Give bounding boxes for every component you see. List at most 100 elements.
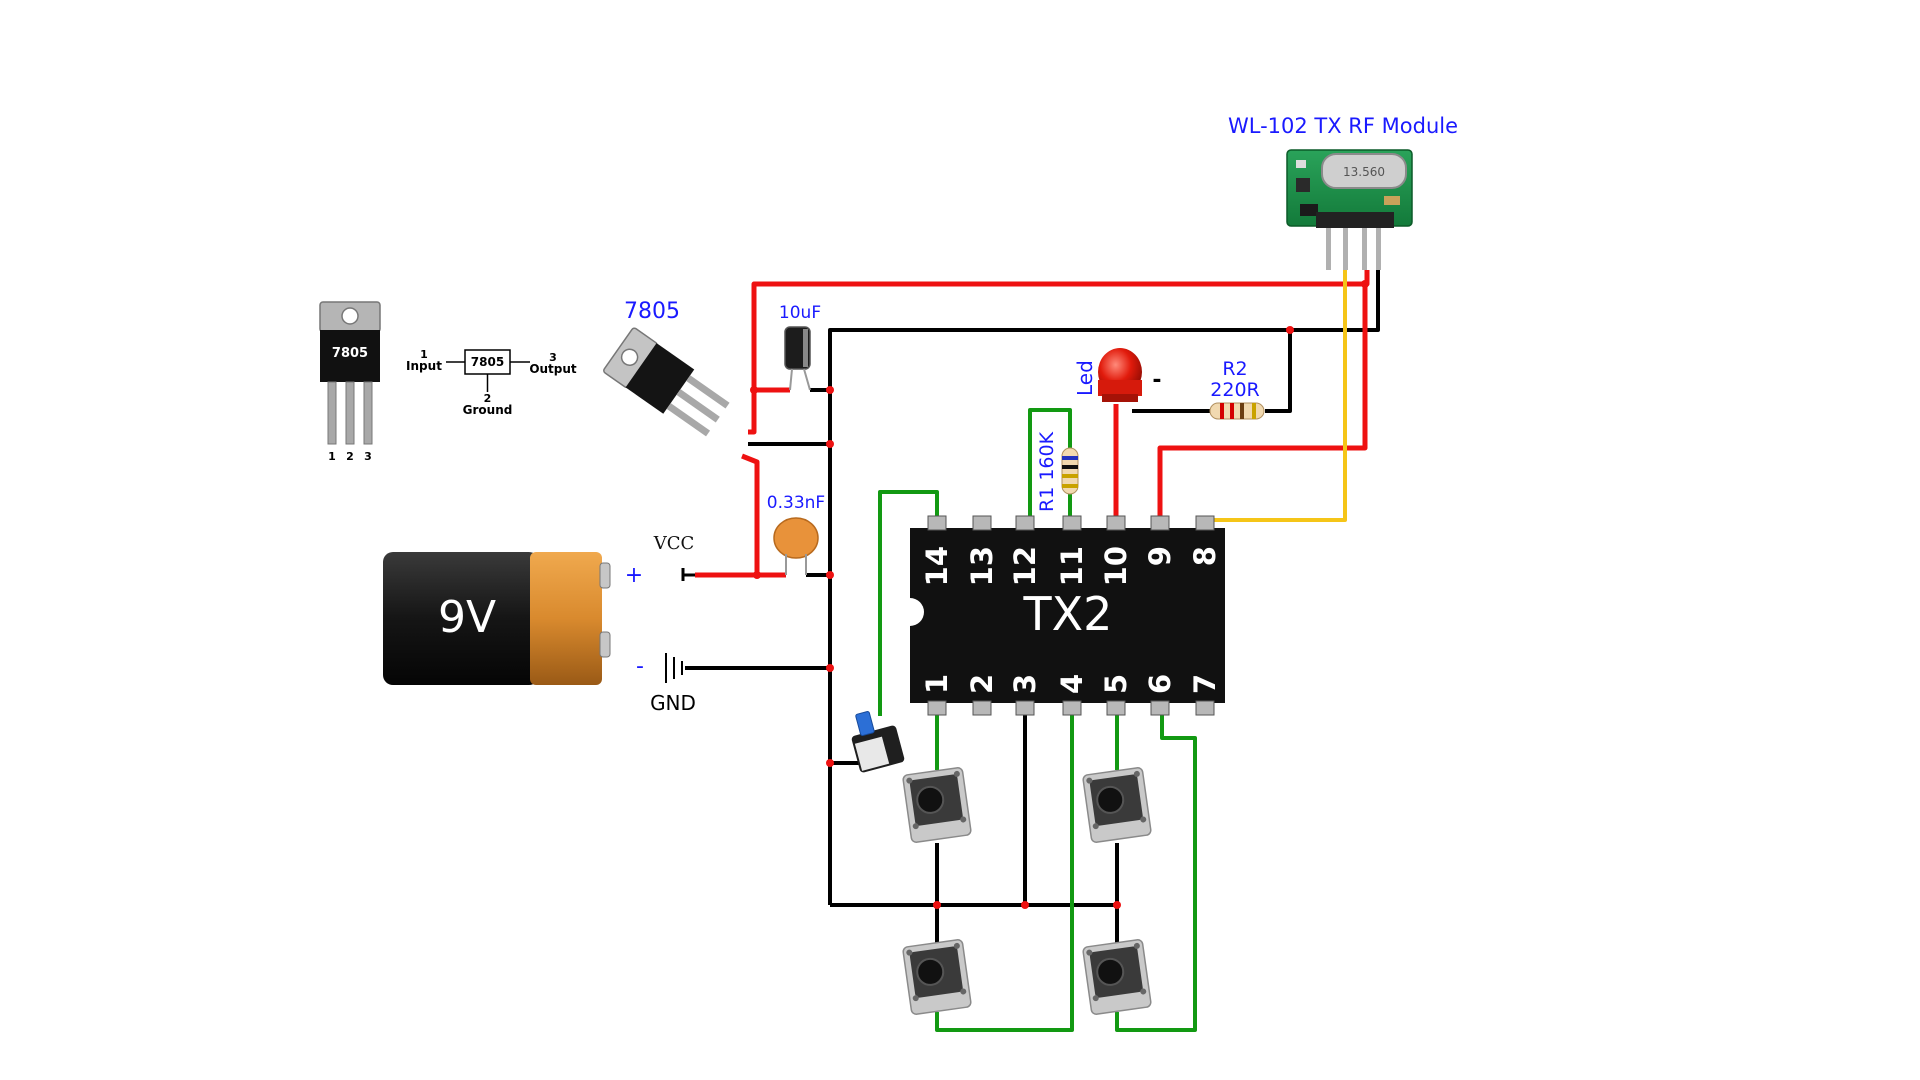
ref-output-label: Output (529, 362, 577, 376)
cap-10uf-lead (803, 368, 811, 391)
regulator-leg (676, 389, 720, 423)
junction-dot (826, 440, 834, 448)
switch-face (854, 736, 890, 771)
ref-leg-1 (327, 381, 337, 445)
junction-dot (753, 571, 761, 579)
junction-dot (826, 759, 834, 767)
junction-dot (826, 386, 834, 394)
chip-pin (1015, 700, 1035, 716)
chip-pin (927, 700, 947, 716)
chip-pin (1195, 515, 1215, 531)
cap-10uf-stripe (803, 329, 808, 367)
regulator-body (625, 343, 695, 414)
ref-pin2-num: 2 (484, 392, 492, 405)
chip-pin-number: 10 (1099, 546, 1133, 586)
chip-pin-number: 11 (1055, 546, 1089, 586)
rf-component (1384, 196, 1400, 205)
push-button (1082, 767, 1152, 843)
chip-body (910, 528, 1225, 703)
rf-module-label: WL-102 TX RF Module (1228, 114, 1458, 138)
capacitor-033nf: 0.33nF (767, 493, 825, 575)
chip-pin-number: 5 (1099, 674, 1133, 694)
chip-pin-number: 6 (1143, 674, 1177, 694)
battery-terminal-minus (599, 631, 611, 658)
chip-pin (927, 515, 947, 531)
led: Led - (1073, 348, 1162, 402)
junction-dot (826, 571, 834, 579)
push-button (902, 767, 972, 843)
ref-body (320, 330, 380, 382)
battery-9v: 9V (383, 552, 611, 685)
plus-sign: + (625, 563, 643, 588)
chip-pin (1015, 515, 1035, 531)
wire-r1-pin12 (1028, 408, 1072, 520)
r2-band (1230, 403, 1234, 419)
led-base (1102, 394, 1138, 402)
r2-band (1220, 403, 1224, 419)
battery-label: 9V (438, 592, 496, 643)
capacitor-10uf: 10uF (779, 303, 821, 391)
r2-band (1252, 403, 1256, 419)
wire-vcc-top (751, 270, 1370, 390)
minus-sign: - (636, 654, 644, 679)
wire-pin4-btn3 (935, 715, 1074, 1032)
ref-tab-hole (341, 307, 359, 325)
chip-pin-number: 12 (1008, 546, 1042, 586)
regulator-label: 7805 (624, 299, 680, 324)
r1-band (1062, 465, 1078, 469)
cap-033-body (773, 517, 819, 559)
regulator-7805: 7805 (603, 299, 730, 437)
regulator-tab-hole (620, 348, 639, 366)
rf-header (1316, 212, 1394, 228)
rf-pin (1376, 228, 1381, 270)
r1-label: R1 160K (1036, 431, 1058, 512)
chip-pin-number: 9 (1143, 546, 1177, 566)
junction-dot (750, 386, 758, 394)
led-minus-label: - (1152, 368, 1161, 393)
chip-pin-number: 7 (1188, 674, 1222, 694)
ref-box-label: 7805 (471, 355, 504, 369)
resistor-r1: R1 160K (1036, 431, 1079, 512)
junction-dot (1113, 901, 1121, 909)
r2-band (1240, 403, 1244, 419)
rf-crystal (1321, 153, 1407, 189)
chip-pin (1195, 700, 1215, 716)
battery-body (383, 552, 539, 685)
push-button (1082, 939, 1152, 1015)
chip-pin-number: 2 (965, 674, 999, 694)
led-rim (1098, 380, 1142, 396)
chip-pin-number: 4 (1055, 674, 1089, 694)
ref-leg-3-label: 3 (364, 450, 372, 463)
ref-leg-2-label: 2 (346, 450, 354, 463)
ref-input-label: Input (406, 359, 442, 373)
wire-pin6-btn4 (1115, 715, 1197, 1032)
chip-pin-number: 1 (920, 674, 954, 694)
rf-component (1300, 204, 1318, 216)
ref-chip-label: 7805 (332, 346, 368, 361)
chip-pin (1150, 515, 1170, 531)
power-switch (851, 711, 905, 773)
r1-band (1062, 484, 1078, 488)
regulator-leg (666, 403, 711, 437)
chip-pin-number: 13 (965, 546, 999, 586)
junction-dot (1361, 280, 1369, 288)
junction-dot (826, 664, 834, 672)
vcc-label: VCC (653, 533, 695, 554)
ref-leg-3 (363, 381, 373, 445)
chip-pin (1106, 515, 1126, 531)
wire-pin9-vcc (1157, 284, 1368, 520)
resistor-r2: R2 220R (1209, 358, 1265, 420)
wire-vcc-regulator-in (748, 390, 757, 435)
rf-pin (1343, 228, 1348, 270)
wire-pin8-data (1205, 270, 1347, 522)
rf-pin (1362, 228, 1367, 270)
ref-pin3-num: 3 (549, 351, 557, 364)
gnd-symbol: - GND (636, 653, 696, 715)
ref-leg-1-label: 1 (328, 450, 336, 463)
rf-component (1296, 178, 1310, 192)
wire-gnd-top (828, 270, 1380, 905)
chip-pin (1062, 700, 1082, 716)
